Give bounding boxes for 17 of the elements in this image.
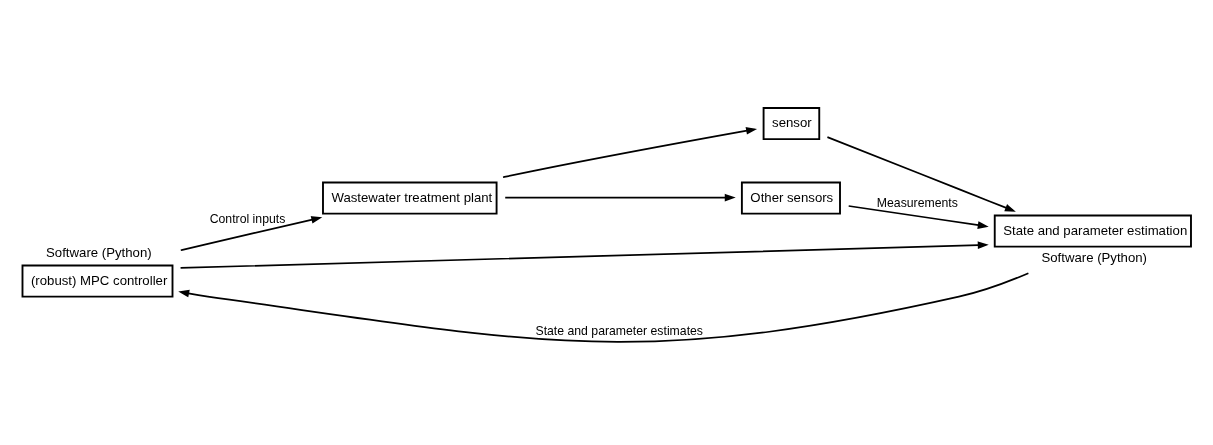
arrow (847, 205, 989, 229)
node-box: sensor (762, 107, 821, 141)
edge-label: Measurements (876, 196, 958, 211)
arrow (826, 136, 1016, 212)
edge-label: State and parameter estimates (535, 323, 703, 338)
arrow (502, 127, 758, 179)
node-box: Other sensors (740, 181, 841, 215)
arrow (179, 241, 989, 269)
node-box: (robust) MPC controller (21, 264, 174, 298)
arrow (178, 272, 1030, 343)
node-label: Software (Python) (46, 245, 152, 261)
arrow (179, 216, 323, 252)
node-box: Wastewater treatment plant (322, 181, 498, 215)
edge-label: Control inputs (209, 211, 286, 226)
arrow (504, 193, 736, 202)
node-label: Software (Python) (1041, 249, 1147, 265)
node-box: State and parameter estimation (993, 214, 1192, 248)
